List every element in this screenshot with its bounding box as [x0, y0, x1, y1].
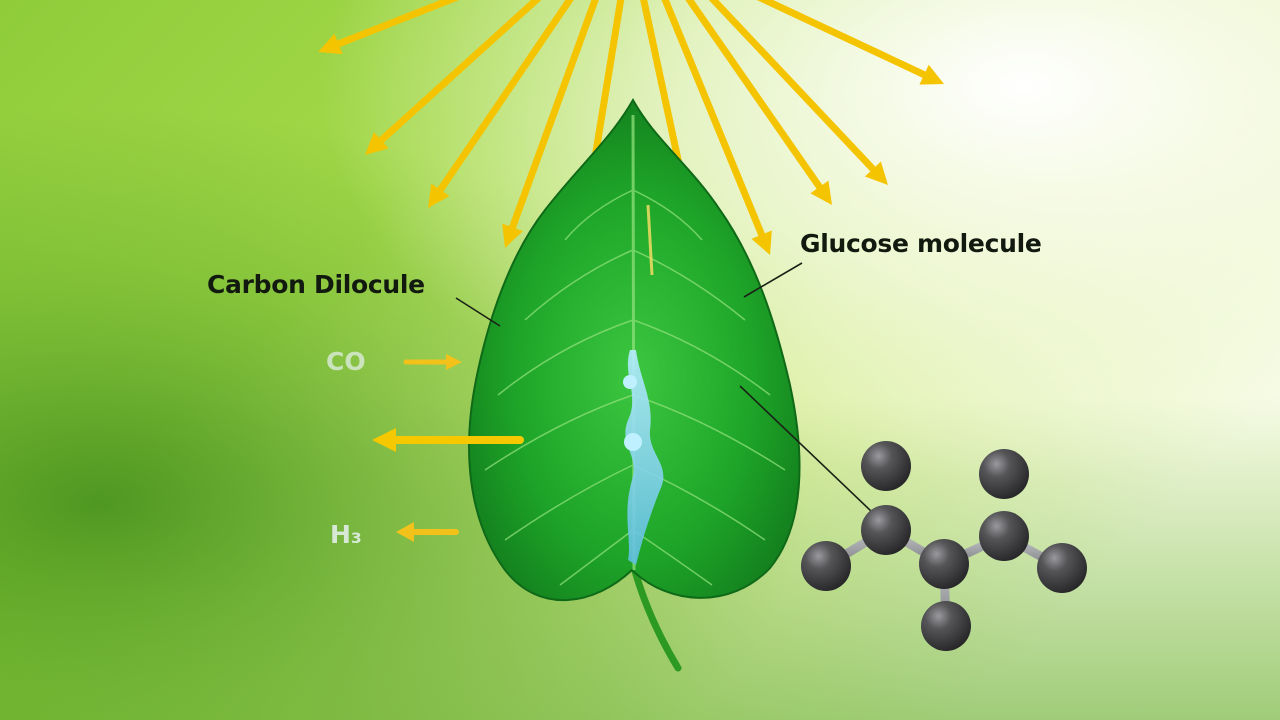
water-channel — [625, 350, 664, 565]
sun-ray-arrow — [661, 0, 772, 255]
sun-ray-arrow — [685, 0, 832, 205]
glucose-pointer — [743, 262, 803, 298]
atom — [861, 505, 911, 555]
sun-ray-arrow — [708, 0, 888, 185]
atom — [979, 449, 1029, 499]
sun-ray-arrow — [428, 0, 574, 208]
sun-ray-arrow — [318, 0, 460, 55]
atom — [979, 511, 1029, 561]
glucose-label: Glucose molecule — [800, 229, 1042, 258]
atom — [1037, 543, 1087, 593]
water-drop-icon — [624, 433, 642, 451]
glucose-molecule-icon — [801, 441, 1087, 651]
water-drop-icon — [623, 375, 637, 389]
sun-ray-arrow — [502, 0, 599, 248]
output-arrow — [372, 428, 524, 452]
h2o-formula-label: H₃ — [330, 520, 362, 549]
co2-arrow — [403, 354, 462, 370]
co2-formula-label: CO — [326, 347, 366, 376]
sun-ray-arrow — [756, 0, 944, 85]
atom — [921, 601, 971, 651]
leaf-highlight — [646, 204, 654, 276]
atom — [801, 541, 851, 591]
sun-ray-arrow — [365, 0, 542, 155]
carbon-label: Carbon Dilocule — [207, 270, 425, 299]
side-arrows — [372, 354, 524, 542]
carbon-pointer — [455, 297, 501, 327]
h2o-arrow — [396, 522, 459, 542]
atom — [861, 441, 911, 491]
pointer-lines — [455, 262, 873, 513]
leaf-icon — [468, 97, 801, 672]
molecule-pointer — [739, 385, 873, 513]
atom — [919, 539, 969, 589]
atoms — [801, 441, 1087, 651]
